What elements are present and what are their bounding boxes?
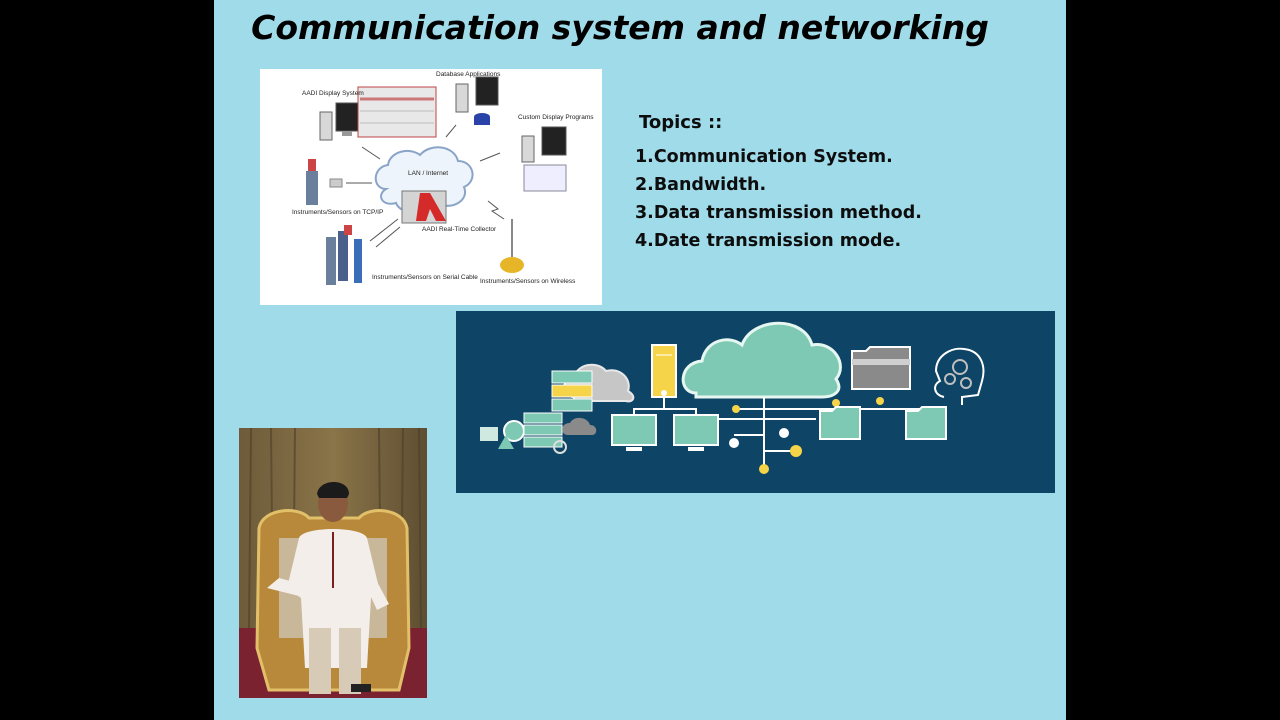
connection-arrows [346, 124, 505, 248]
monitor-icon [611, 414, 657, 451]
slide: Communication system and networking AADI… [214, 0, 1066, 720]
topics-heading: Topics :: [639, 112, 723, 133]
topics-section: Topics :: 1.Communication System. 2.Band… [635, 112, 922, 255]
network-architecture-diagram: AADI Display System Database Application… [260, 69, 602, 305]
label-database-applications: Database Applications [436, 71, 501, 78]
grey-folder-icon [851, 346, 911, 390]
serial-sensor-icons [326, 225, 362, 285]
person-figure [267, 482, 389, 694]
topic-item: 1.Communication System. [635, 147, 893, 167]
display-window-icon [357, 86, 437, 138]
slide-title: Communication system and networking [251, 8, 989, 47]
label-sensors-tcpip: Instruments/Sensors on TCP/IP [292, 209, 383, 216]
label-display-system: AADI Display System [302, 90, 364, 97]
device-cluster-icon [480, 412, 597, 454]
lan-cloud-icon [374, 146, 474, 214]
server-stack-icon [551, 370, 593, 412]
wireless-sensor-icon [500, 219, 524, 273]
folder-icon [819, 406, 861, 440]
label-real-time-collector: AADI Real-Time Collector [422, 226, 497, 233]
network-lines [633, 397, 926, 467]
folder-icon [905, 406, 947, 440]
server-tower-icon [651, 344, 677, 398]
large-cloud-icon [681, 321, 842, 399]
tcpip-sensor-icon [306, 159, 343, 205]
label-custom-display-programs: Custom Display Programs [518, 114, 594, 121]
label-sensors-serial: Instruments/Sensors on Serial Cable [372, 274, 478, 281]
database-computer-icon [455, 76, 499, 125]
head-gears-icon [934, 347, 985, 405]
portrait-photo [239, 428, 427, 698]
topic-item: 2.Bandwidth. [635, 175, 767, 195]
monitor-icon [673, 414, 719, 451]
topic-item: 4.Date transmission mode. [635, 231, 902, 251]
custom-display-computer-icon [521, 126, 567, 192]
label-sensors-wireless: Instruments/Sensors on Wireless [480, 278, 576, 285]
collector-icon [401, 190, 447, 224]
topics-list: 1.Communication System. 2.Bandwidth. 3.D… [635, 143, 922, 255]
display-system-computer-icon [319, 102, 359, 141]
label-lan-internet: LAN / Internet [408, 170, 448, 177]
topic-item: 3.Data transmission method. [635, 203, 922, 223]
cloud-network-illustration [456, 311, 1055, 493]
